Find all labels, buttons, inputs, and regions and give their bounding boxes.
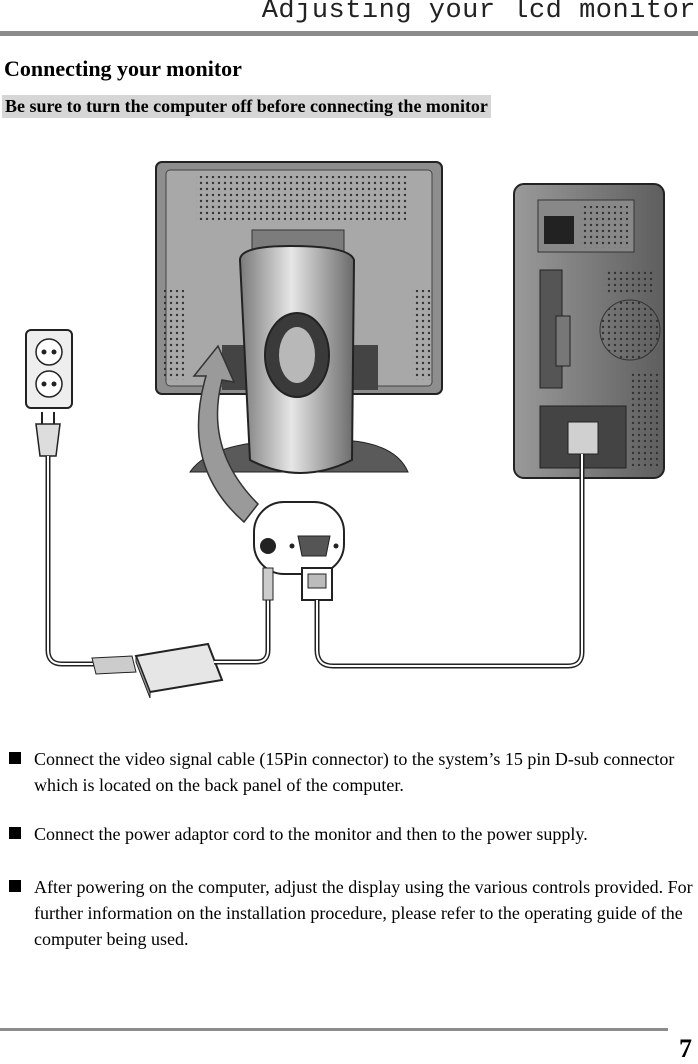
monitor-rear	[155, 161, 443, 474]
square-bullet-icon	[9, 752, 21, 764]
connector-panel	[253, 501, 345, 575]
instruction-text: Connect the power adaptor cord to the mo…	[34, 824, 588, 844]
power-plug	[35, 412, 61, 457]
warning-banner: Be sure to turn the computer off before …	[2, 95, 491, 118]
running-header: Adjusting your lcd monitor	[261, 0, 696, 26]
vga-connector	[301, 567, 333, 601]
square-bullet-icon	[9, 880, 21, 892]
rotation-arrow	[192, 344, 259, 524]
power-adapter	[91, 642, 224, 699]
dc-plug	[262, 567, 274, 601]
instruction-text: After powering on the computer, adjust t…	[34, 877, 693, 949]
vga-cable	[314, 454, 585, 669]
footer-rule	[0, 1028, 668, 1031]
instruction-text: Connect the video signal cable (15Pin co…	[34, 749, 675, 795]
computer-tower	[513, 183, 665, 479]
page-number: 7	[679, 1034, 692, 1063]
power-cord	[45, 456, 96, 667]
wall-outlet	[25, 329, 73, 409]
square-bullet-icon	[9, 827, 21, 839]
dc-cord	[214, 598, 271, 665]
dc-cord-inner	[214, 598, 269, 663]
header-rule	[0, 31, 698, 36]
power-cord-inner	[47, 456, 96, 665]
connection-illustration	[25, 161, 665, 699]
section-title: Connecting your monitor	[4, 56, 242, 81]
vga-cable-inner	[316, 454, 583, 667]
